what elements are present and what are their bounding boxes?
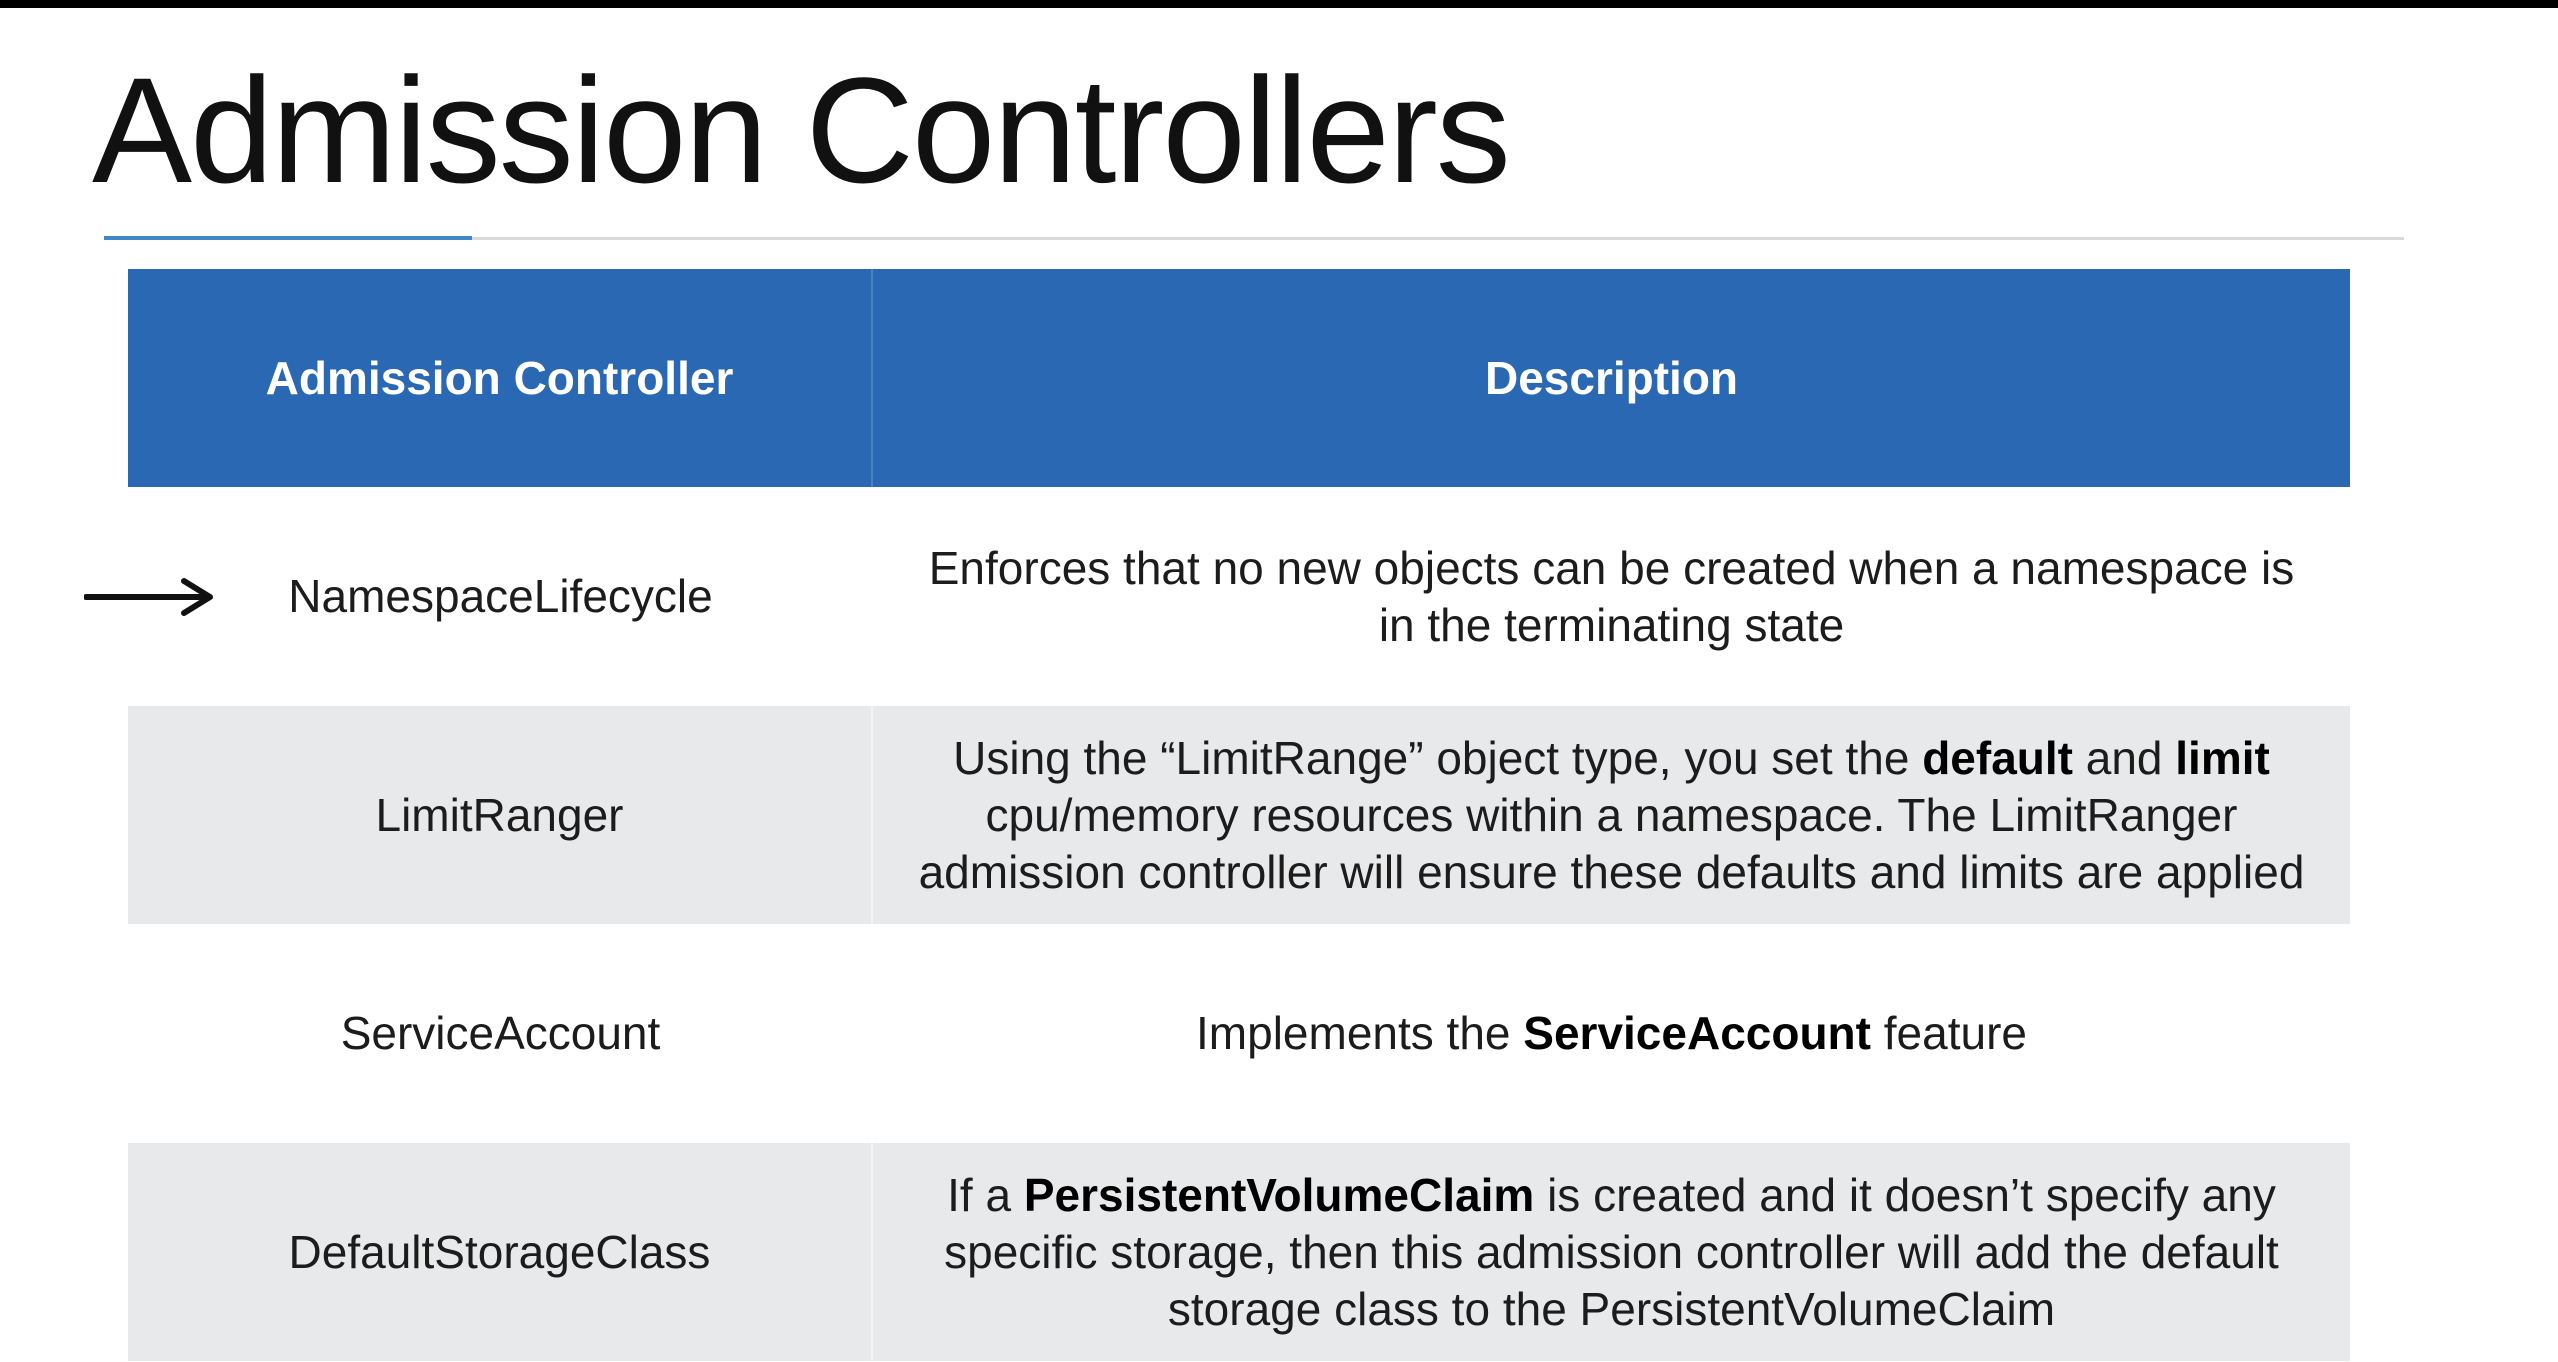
controller-name: NamespaceLifecycle (288, 570, 713, 622)
title-divider-accent (104, 236, 472, 240)
admission-controllers-table: Admission Controller Description Namespa… (128, 269, 2350, 1361)
table-row: ServiceAccount Implements the ServiceAcc… (128, 924, 2350, 1143)
controller-name: ServiceAccount (340, 1007, 661, 1059)
slide-title: Admission Controllers (92, 46, 1511, 214)
description-line: storage class to the PersistentVolumeCla… (944, 1281, 2279, 1338)
emphasized-term: limit (2175, 731, 2270, 784)
controller-description: Using the “LimitRange” object type, you … (873, 706, 2350, 924)
text-run: specific storage, then this admission co… (944, 1225, 2279, 1278)
text-run: feature (1870, 1007, 2027, 1059)
text-run: cpu/memory resources within a namespace.… (985, 788, 2238, 841)
description-text: If a PersistentVolumeClaim is created an… (944, 1167, 2279, 1338)
description-line: in the terminating state (929, 597, 2295, 654)
description-line: cpu/memory resources within a namespace.… (919, 787, 2305, 844)
text-run: Implements the (1196, 1007, 1524, 1059)
emphasized-term: default (1922, 731, 2073, 784)
description-line: Enforces that no new objects can be crea… (929, 540, 2295, 597)
text-run: in the terminating state (1378, 598, 1845, 651)
description-line: specific storage, then this admission co… (944, 1224, 2279, 1281)
description-text: Implements the ServiceAccount feature (1196, 1005, 2027, 1062)
text-run: Enforces that no new objects can be crea… (928, 541, 2295, 594)
table-row: DefaultStorageClass If a PersistentVolum… (128, 1143, 2350, 1361)
emphasized-term: ServiceAccount (1523, 1007, 1871, 1059)
description-line: admission controller will ensure these d… (919, 844, 2305, 901)
text-run: and (2072, 731, 2176, 784)
controller-description: Implements the ServiceAccount feature (873, 924, 2350, 1143)
table-row: NamespaceLifecycle Enforces that no new … (128, 487, 2350, 706)
description-line: Implements the ServiceAccount feature (1196, 1005, 2027, 1062)
controller-name: DefaultStorageClass (128, 1143, 873, 1361)
title-divider (104, 237, 2404, 240)
right-arrow-icon (84, 578, 213, 616)
description-text: Using the “LimitRange” object type, you … (919, 730, 2305, 901)
text-run: If a (947, 1168, 1024, 1221)
description-text: Enforces that no new objects can be crea… (929, 540, 2295, 654)
emphasized-term: PersistentVolumeClaim (1023, 1168, 1535, 1221)
controller-description: Enforces that no new objects can be crea… (873, 487, 2350, 706)
column-header-controller: Admission Controller (128, 269, 873, 487)
text-run: Using the “LimitRange” object type, you … (953, 731, 1923, 784)
text-run: is created and it doesn’t specify any (1534, 1168, 2276, 1221)
table-row: LimitRanger Using the “LimitRange” objec… (128, 706, 2350, 924)
text-run: storage class to the PersistentVolumeCla… (1167, 1282, 2056, 1335)
description-line: If a PersistentVolumeClaim is created an… (944, 1167, 2279, 1224)
slide: Admission Controllers Admission Controll… (0, 8, 2558, 1362)
table-header: Admission Controller Description (128, 269, 2350, 487)
description-line: Using the “LimitRange” object type, you … (919, 730, 2305, 787)
controller-description: If a PersistentVolumeClaim is created an… (873, 1143, 2350, 1361)
column-header-description: Description (1484, 352, 1739, 404)
window-top-edge (0, 0, 2558, 8)
text-run: admission controller will ensure these d… (918, 845, 2305, 898)
controller-name: LimitRanger (128, 706, 873, 924)
